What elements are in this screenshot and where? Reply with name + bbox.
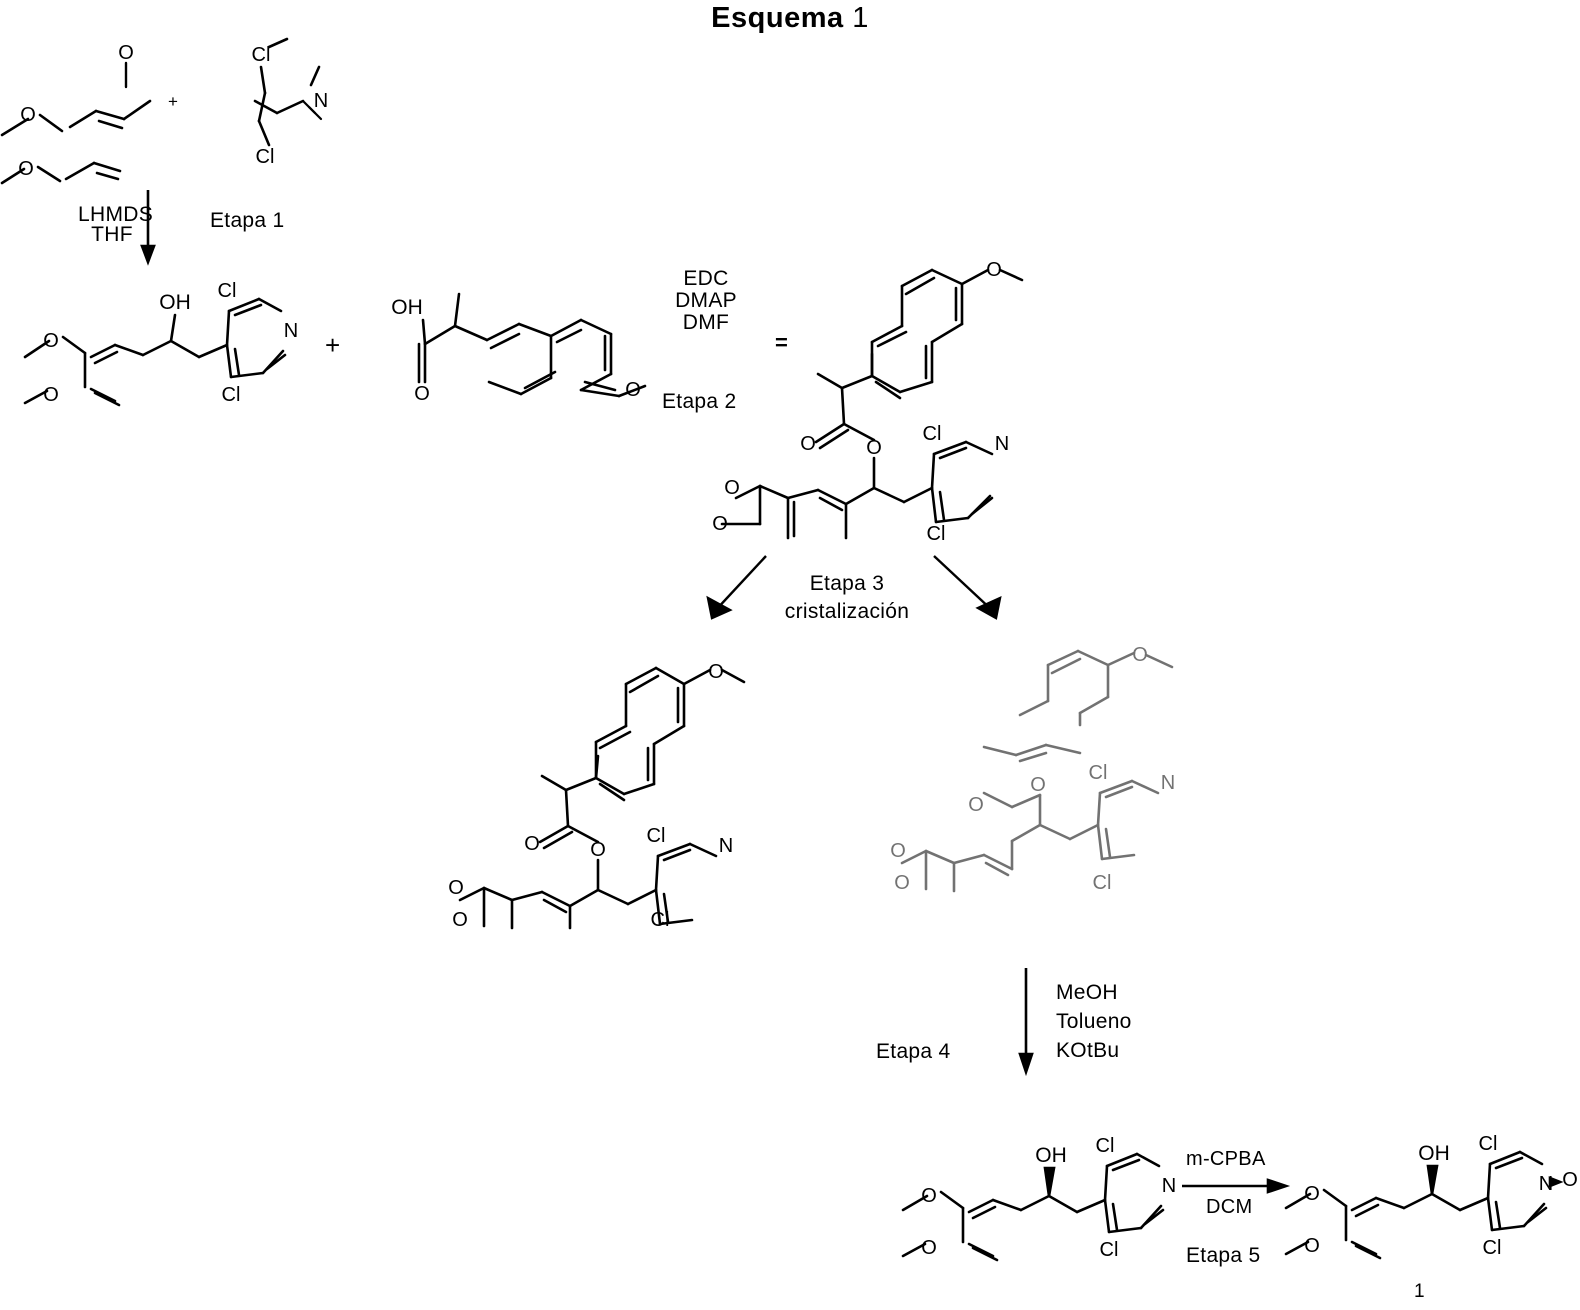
atom-label-o: O [452, 909, 468, 931]
atom-label-o: O [1562, 1169, 1578, 1191]
step-1-reagents: LHMDS THF [78, 203, 154, 246]
reagent-tolueno: Tolueno [1056, 1010, 1132, 1033]
page-title-number: 1 [852, 2, 869, 34]
atom-label-cl: Cl [252, 44, 271, 66]
separator-plus-2: + [325, 330, 341, 360]
reagent-lhmds: LHMDS [78, 203, 154, 226]
arrow-step-4 [1018, 968, 1034, 1077]
reagent-thf: THF [91, 223, 133, 246]
atom-label-o: O [625, 379, 641, 401]
atom-label-o: O [724, 477, 740, 499]
atom-label-o: O [590, 839, 606, 861]
atom-label-oh: OH [159, 291, 191, 314]
atom-label-oh: OH [1035, 1144, 1067, 1167]
atom-label-o: O [1030, 774, 1046, 796]
atom-label-o: O [986, 259, 1002, 281]
step-5-label: Etapa 5 [1186, 1244, 1261, 1267]
structure-naproxen: OH O O [391, 292, 647, 405]
atom-label-o: O [866, 437, 882, 459]
structure-ester-crystallized: O O O O O Cl Cl N [448, 661, 746, 931]
atom-label-o: O [448, 877, 464, 899]
step-3-label: Etapa 3 [809, 572, 885, 595]
atom-label-o: O [18, 158, 34, 180]
step-2-reagents: EDC DMAP DMF [668, 268, 744, 334]
atom-label-n: N [1539, 1173, 1553, 1195]
page-title: Esquema 1 [0, 2, 1580, 35]
structure-chiral-alcohol: O O OH Cl Cl N [901, 1135, 1176, 1262]
atom-label-cl: Cl [1093, 872, 1112, 894]
structure-ester-mother-liquor: O O O O O Cl Cl N [890, 644, 1175, 894]
step-3-sublabel: cristalización [784, 600, 910, 623]
atom-label-o: O [524, 833, 540, 855]
atom-label-cl: Cl [923, 423, 942, 445]
structure-n-oxide-product: O O OH Cl Cl N O [1284, 1133, 1578, 1260]
step-3-label-group: Etapa 3 cristalización [752, 570, 942, 626]
atom-label-oh: OH [391, 296, 423, 319]
atom-label-cl: Cl [1479, 1133, 1498, 1155]
atom-label-o: O [20, 104, 36, 126]
atom-label-oh: OH [1418, 1142, 1450, 1165]
reagent-dmf: DMF [682, 311, 730, 334]
atom-label-cl: Cl [1096, 1135, 1115, 1157]
atom-label-o: O [894, 872, 910, 894]
atom-label-cl: Cl [256, 146, 275, 168]
atom-label-o: O [890, 840, 906, 862]
atom-label-o: O [118, 42, 134, 64]
arrow-step-3 [706, 555, 1002, 620]
step-1-label: Etapa 1 [210, 209, 285, 232]
separator-equals: = [775, 330, 788, 355]
arrow-step-1 [140, 190, 156, 266]
atom-label-o: O [1304, 1235, 1320, 1257]
atom-label-o: O [921, 1185, 937, 1207]
atom-label-o: O [800, 433, 816, 455]
atom-label-o: O [414, 383, 430, 405]
separator-plus-1: + [168, 92, 178, 111]
atom-label-cl: Cl [1483, 1237, 1502, 1259]
reagent-meoh: MeOH [1056, 981, 1118, 1004]
atom-label-cl: Cl [651, 909, 670, 931]
reagent-dmap: DMAP [675, 289, 737, 312]
step-5-reagent-below: DCM [1206, 1196, 1253, 1218]
structure-sm-dichloropyridyl-acetonitrile: Cl Cl N [252, 37, 328, 168]
step-5-reagent-above: m-CPBA [1186, 1148, 1266, 1170]
compound-number-1: 1 [1414, 1281, 1425, 1302]
reagent-edc: EDC [683, 267, 729, 290]
atom-label-o: O [43, 384, 59, 406]
atom-label-o: O [1304, 1183, 1320, 1205]
atom-label-n: N [719, 835, 733, 857]
atom-label-n: N [995, 433, 1009, 455]
step-2-label: Etapa 2 [662, 390, 737, 413]
atom-label-cl: Cl [647, 825, 666, 847]
atom-label-n: N [1161, 772, 1175, 794]
arrow-step-5 [1182, 1178, 1291, 1194]
step-4-reagents: MeOH Tolueno KOtBu [1056, 978, 1132, 1065]
atom-label-o: O [708, 661, 724, 683]
structure-int-alcohol: O O OH Cl Cl N [23, 280, 298, 407]
structure-ester-mixture: O O O O O O Cl Cl N [712, 259, 1024, 545]
step-4-label: Etapa 4 [876, 1040, 951, 1063]
atom-label-o: O [712, 513, 728, 535]
atom-label-n: N [1162, 1175, 1176, 1197]
atom-label-o: O [968, 794, 984, 816]
atom-label-o: O [1132, 644, 1148, 666]
atom-label-cl: Cl [1100, 1239, 1119, 1261]
atom-label-cl: Cl [222, 384, 241, 406]
atom-label-o: O [921, 1237, 937, 1259]
atom-label-n: N [314, 90, 328, 112]
atom-label-cl: Cl [1089, 762, 1108, 784]
structure-sm-veratraldehyde: O O O [0, 42, 152, 185]
atom-label-cl: Cl [218, 280, 237, 302]
atom-label-cl: Cl [927, 523, 946, 545]
page-title-word: Esquema [711, 2, 844, 34]
reagent-kotbu: KOtBu [1056, 1039, 1120, 1062]
atom-label-n: N [284, 320, 298, 342]
atom-label-o: O [43, 330, 59, 352]
